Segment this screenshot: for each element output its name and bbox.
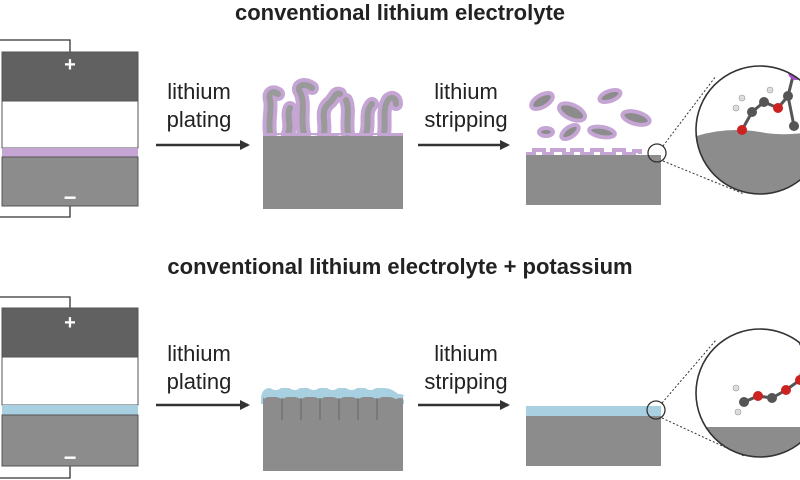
- dendrite-lithium-core: [266, 82, 399, 137]
- zoom-marker-top: [647, 143, 667, 163]
- molecular-zoom-top: [696, 66, 800, 194]
- interphase-layer-top: [2, 148, 138, 157]
- cathode-top: [1, 51, 139, 102]
- stripping-label-bottom: lithium stripping: [414, 340, 518, 396]
- panel-title-bottom: conventional lithium electrolyte + potas…: [167, 254, 633, 279]
- cathode-bottom: [1, 307, 139, 358]
- plating-label-top-line2: plating: [166, 107, 232, 132]
- plating-label-bottom: lithium plating: [156, 340, 242, 396]
- stripping-label-bottom-line1: lithium: [434, 341, 498, 366]
- dead-lithium-top: [526, 87, 661, 205]
- zoom-guide-top-1: [662, 75, 717, 147]
- electrolyte-top: [1, 100, 139, 149]
- hydrogen-atom: [732, 104, 740, 112]
- negative-sign-bottom: −: [64, 445, 77, 470]
- carbon-atom: [739, 397, 749, 407]
- carbon-atom: [747, 107, 757, 117]
- plating-label-bottom-line1: lithium: [167, 341, 231, 366]
- zoom-guide-bottom-1: [661, 339, 717, 404]
- carbon-atom: [783, 91, 793, 101]
- carbon-atom: [789, 121, 799, 131]
- lithium-substrate-top: [263, 136, 403, 209]
- carbon-atom: [767, 393, 777, 403]
- molecular-zoom-bottom: [696, 329, 800, 457]
- hydrogen-atom: [766, 86, 774, 94]
- battery-cell-bottom: + −: [0, 296, 139, 479]
- stripping-label-top-line1: lithium: [434, 79, 498, 104]
- lithium-substrate-stripped-bottom: [526, 416, 661, 466]
- stripping-label-bottom-line2: stripping: [424, 369, 508, 394]
- hydrogen-atom: [738, 94, 746, 102]
- zoom-guide-bottom-2: [661, 417, 745, 457]
- zoom-circle-bottom: [695, 328, 800, 458]
- anode-top: [1, 156, 139, 207]
- oxygen-atom: [781, 385, 791, 395]
- negative-sign-top: −: [64, 185, 77, 210]
- stripping-label-top: lithium stripping: [414, 78, 518, 134]
- lithium-substrate-stripped-top: [526, 155, 661, 205]
- wire-top-negative: [0, 206, 71, 218]
- plating-label-bottom-line2: plating: [166, 369, 232, 394]
- smooth-surface-bottom: [526, 406, 661, 466]
- dendrite-deposit-top: [262, 78, 403, 209]
- oxygen-atom: [753, 391, 763, 401]
- zoom-guide-top-2: [662, 160, 745, 195]
- hydrogen-atom: [734, 408, 742, 416]
- panel-title-top: conventional lithium electrolyte: [234, 0, 566, 25]
- oxygen-atom: [795, 375, 800, 385]
- uniform-deposit-bottom: [261, 388, 405, 471]
- interphase-layer-stripped-bottom: [526, 406, 661, 416]
- plating-label-top-line1: lithium: [167, 79, 231, 104]
- plating-label-top: lithium plating: [156, 78, 242, 134]
- electrolyte-bottom: [1, 356, 139, 406]
- battery-cell-top: + −: [0, 39, 139, 218]
- oxygen-atom: [737, 125, 747, 135]
- positive-sign-bottom: +: [64, 312, 76, 334]
- positive-sign-top: +: [64, 54, 76, 76]
- wire-top-positive: [0, 39, 71, 52]
- stripping-label-top-line2: stripping: [424, 107, 508, 132]
- wire-bottom-negative: [0, 466, 71, 479]
- zoom-marker-bottom: [646, 400, 666, 420]
- interphase-layer-bottom: [2, 405, 138, 415]
- oxygen-atom: [773, 103, 783, 113]
- carbon-atom: [759, 97, 769, 107]
- lithium-substrate-bottom: [263, 397, 403, 471]
- wire-bottom-positive: [0, 296, 71, 308]
- hydrogen-atom: [732, 384, 740, 392]
- anode-bottom: [1, 414, 139, 467]
- zoom-circle-top: [695, 65, 800, 195]
